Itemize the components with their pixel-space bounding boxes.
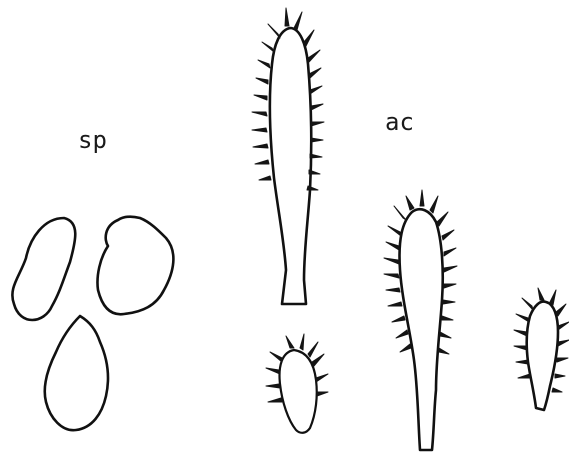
acanthocyst-large-outline — [270, 28, 311, 304]
spore-1 — [12, 218, 75, 320]
acanthocyst-small-outline — [280, 350, 317, 433]
acanthocyst-long-outline — [400, 209, 443, 450]
spore-3 — [45, 316, 108, 430]
acanthocyst-large — [252, 8, 324, 304]
acanthocyst-right-outline — [527, 302, 558, 410]
acanthocyst-right — [514, 288, 569, 410]
acanthocyst-long — [384, 190, 457, 450]
acanthocyst-right-spines — [514, 288, 569, 392]
acanthocyst-long-spines — [384, 190, 457, 354]
label-spores: sp — [78, 128, 107, 152]
acanthocyst-small-spines — [266, 334, 328, 402]
acanthocyst-large-spines — [252, 8, 324, 190]
acanthocyst-small — [266, 334, 328, 433]
label-acanthocysts: ac — [385, 110, 414, 134]
spore-2 — [97, 217, 173, 315]
spore-group — [12, 217, 173, 431]
